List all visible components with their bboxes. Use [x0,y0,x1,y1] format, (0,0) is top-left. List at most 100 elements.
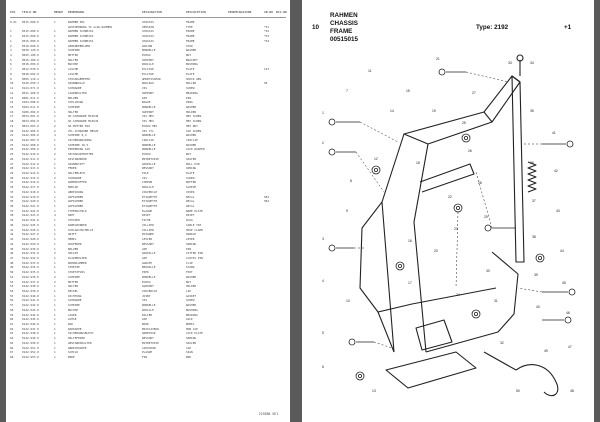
cell-pos: 6 [10,62,12,67]
callout-label: 4 [322,279,324,283]
cell-note: 58 [264,81,268,86]
cell-part: 0142.947.0 [22,326,39,331]
cell-pos: 43 [10,237,14,242]
callout-label: 20 [434,249,438,253]
cell-name: RAHMEN SCHWEISS [68,38,94,43]
cell-qty: 1 [54,265,56,270]
cell-qty: 1 [54,71,56,76]
spring-part [527,161,537,193]
cell-note: *04 [264,38,270,43]
cell-pos: 30 [10,175,14,180]
cell-part: 0142.917.0 [22,185,39,190]
col-header-name-de: BENENNUNG [68,10,85,14]
cell-qty: 1 [54,137,56,142]
cell-pos: 27 [10,161,14,166]
cell-part: 0142.913.0 [22,166,39,171]
cell-name: HALTER [68,57,79,62]
cell-desig: RONDELLE [142,303,156,308]
cell-qty: 1 [54,284,56,289]
cell-qty: 1 [54,38,56,43]
cell-name: FEDERRING A10 [68,147,90,152]
cell-qty: 1 [54,241,56,246]
cell-desc: NUT [186,279,192,284]
cell-qty: 1 [54,199,56,204]
cell-qty: 1 [54,355,56,360]
callout-label: 26 [468,149,472,153]
cell-qty: 1 [54,331,56,336]
callout-label: 48 [570,389,574,393]
cell-desc: WASHER [186,133,197,138]
cell-qty: 1 [54,307,56,312]
cell-part: 0142.951.0 [22,345,39,350]
cell-qty: 1 [54,194,56,199]
cell-pos: 54 [10,288,14,293]
cell-desc: HANDLE [186,232,197,237]
cell-desig: DOUILLE [142,185,154,190]
cell-part: 0124.071.0 [22,86,39,91]
cell-qty: 4 [54,213,56,218]
cell-name: ZUGFEDER [68,241,82,246]
cell-desig: VIS HEX [142,114,154,119]
cell-note: *01 [264,24,270,29]
cell-name: SK-SCHRAUBE M10X45 [68,119,99,124]
cell-desc: LEVER [186,237,195,242]
cell-desc: COVER [186,189,195,194]
diagram-page: 10 RAHMEN CHASSIS FRAME 00515015 Type: 2… [302,0,594,422]
cell-part: 0518.009.0 [22,62,39,67]
cell-desc: STUD [186,43,193,48]
cell-name: RAHMEN SCHWEISS [68,29,94,34]
cell-name: HALTEBLECH [68,171,85,175]
cell-note: 123 [264,67,270,72]
frame-lower-left [359,201,395,353]
callout-label: 47 [568,345,572,349]
cell-pos: 61 [10,322,14,326]
cell-desc: SPRING [186,241,197,246]
cell-pos: 16 [10,109,14,114]
cell-name: ABSTANDSHALTER [68,340,92,345]
cell-desig: GOUJON [142,43,153,48]
cell-name: SCHRAUBE [68,175,82,180]
col-header-pos: POS [10,10,16,14]
cell-qty: 1 [54,43,56,48]
cell-part: 0142.908.0 [22,142,39,147]
cell-pos: 34 [10,194,14,199]
callout-label: 3 [322,237,324,241]
cell-desc: SCREW [186,86,195,91]
cell-desc: LOCK WASHER [186,147,205,152]
cell-part: 0142.935.0 [22,270,39,275]
cell-name: DICHTUNG [68,293,82,298]
cell-name: DISTANZROHR [68,156,87,161]
cell-name: RAHMEN SCHWEISS [68,34,94,39]
cell-desc: WASHER [186,303,197,308]
cell-qty: 1 [54,53,56,58]
parts-list-page: POS TEILE-NR MENGE BENENNUNG DESIGNATION… [6,0,290,422]
callout-label: 35 [530,109,534,113]
cell-pos: 59 [10,312,14,317]
cell-part: 0142.925.0 [22,222,39,227]
cell-name: SPANNROLLE [68,81,85,86]
cell-pos: 25 [10,152,14,157]
cell-name: MUTTER [68,53,79,58]
frame-cross-top [403,111,493,145]
cell-desc: FRAME [186,29,195,34]
title-fr: CHASSIS [330,19,358,27]
cell-desig: ECLISSE [142,71,154,76]
cell-name: FEDER [68,166,77,171]
cell-desc: PLUG [186,218,193,223]
cell-name: SCHEIBE [68,48,80,53]
callout-label: 1 [322,111,324,115]
cell-part: 0142.912.0 [22,161,39,166]
cell-desc: TYPE [186,24,193,29]
